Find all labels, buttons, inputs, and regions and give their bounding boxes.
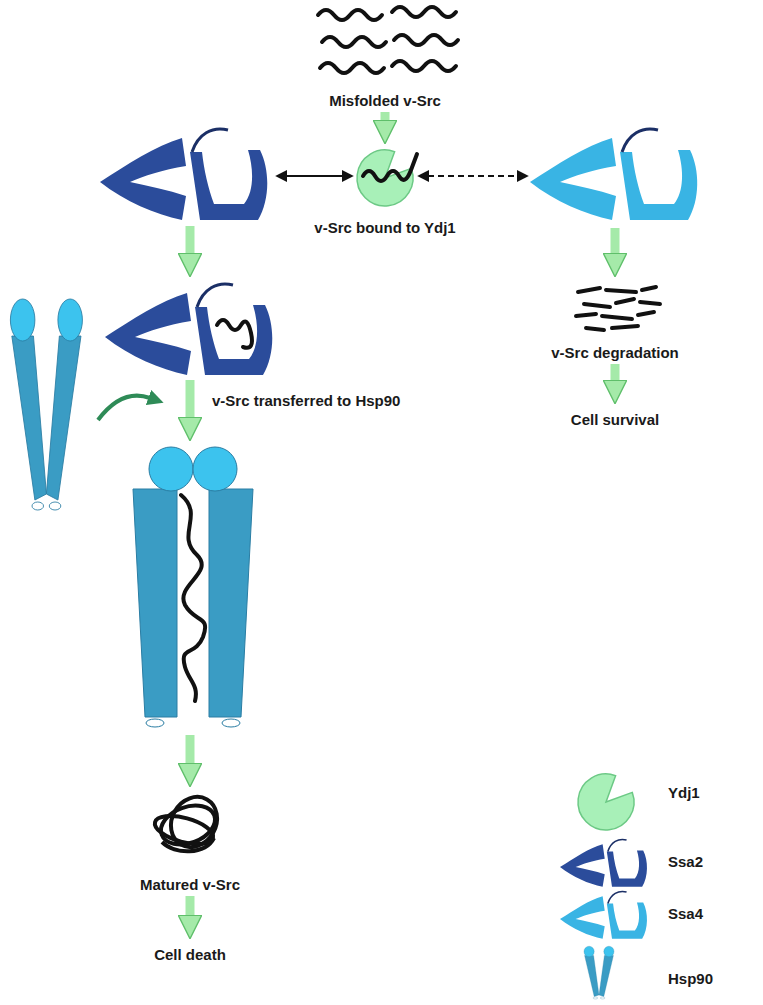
hsp90-open [10,299,82,510]
legend-ydj1-icon [578,774,634,830]
matured-vsrc [152,788,226,855]
ssa2-chaperone [100,129,267,220]
ssa4-chaperone [530,129,697,220]
flow-arrow [611,364,620,385]
figure-node: Cell death [130,940,250,964]
flow-arrow [186,735,195,768]
flow-arrow [186,226,195,258]
figure-node: v-Src bound to Ydj1 [295,145,475,237]
hsp90-closed-with-vsrc [133,447,253,727]
flow-arrow [381,112,390,125]
flow-arrow [186,380,195,422]
node-label: Cell death [154,946,226,964]
ssa2-with-vsrc [105,284,272,375]
flow-arrow [186,896,195,920]
legend-ssa2-icon [560,839,647,886]
flow-arrow [611,228,620,258]
legend-entry: Hsp90 [668,970,713,988]
exchange-arrow-dashed [428,175,518,177]
legend-hsp90-icon [584,946,614,999]
node-label: Misfolded v-Src [329,92,441,110]
legend-entry: Ssa4 [668,905,703,923]
legend-label: Ssa4 [668,905,703,922]
node-label: v-Src bound to Ydj1 [314,219,455,237]
node-label: Matured v-Src [140,876,240,894]
transfer-arrow [98,396,150,420]
degraded-vsrc-fragments [576,287,660,330]
exchange-arrow [286,175,343,177]
legend-label: Ssa2 [668,853,703,870]
figure-node: Cell survival [555,405,675,429]
figure-node: v-Src degradation [535,282,695,362]
figure-node: Matured v-Src [115,788,265,894]
legend-entry: Ssa2 [668,853,703,871]
legend-label: Ydj1 [668,784,700,801]
ydj1-with-vsrc [357,150,417,206]
legend-entry: Ydj1 [668,784,700,802]
legend-ssa4-icon [560,891,647,938]
node-label: v-Src degradation [551,344,679,362]
step-label: v-Src transferred to Hsp90 [212,392,400,410]
node-label: Cell survival [571,411,659,429]
legend-label: Hsp90 [668,970,713,987]
figure-node: Misfolded v-Src [305,2,465,110]
misfolded-vsrc-strands [318,7,458,73]
